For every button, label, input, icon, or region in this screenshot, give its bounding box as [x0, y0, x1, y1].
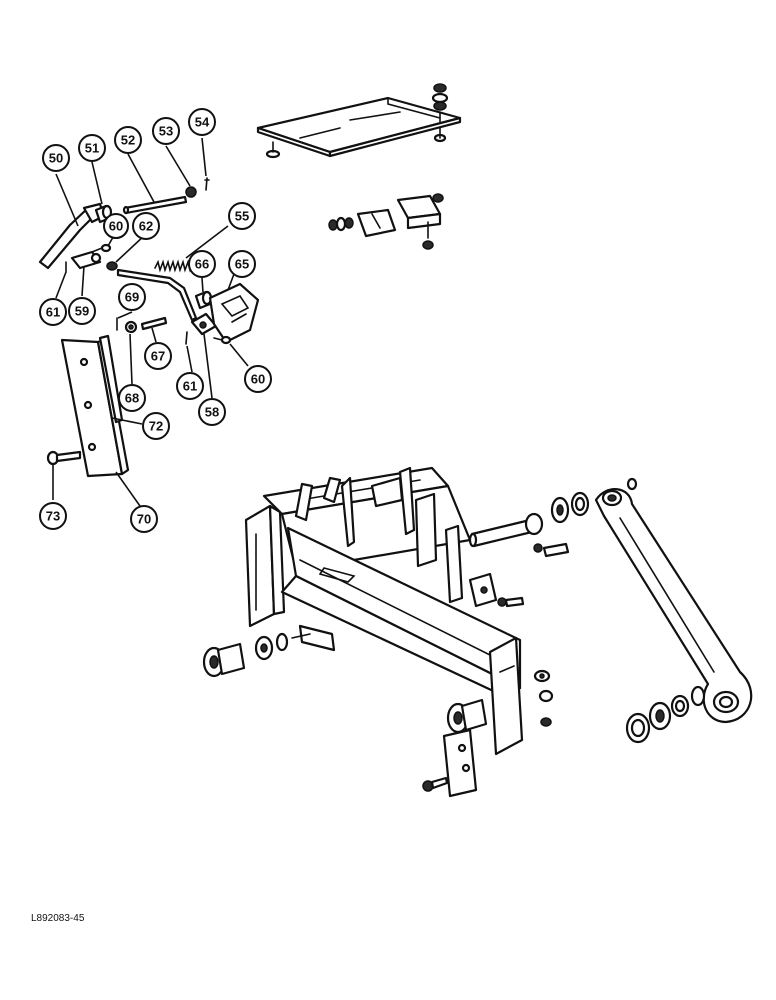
lower-bushings [625, 685, 706, 744]
callout-67: 67 [144, 342, 172, 370]
pivot-pin [468, 512, 570, 558]
washer-53 [185, 186, 197, 198]
connecting-arm [594, 477, 753, 724]
callout-label: 70 [137, 512, 151, 527]
callout-label: 51 [85, 141, 99, 156]
callout-73: 73 [39, 502, 67, 530]
bolt-73 [46, 450, 82, 466]
callout-55: 55 [228, 202, 256, 230]
cover-plate [256, 96, 462, 158]
right-pivot-hardware [446, 669, 554, 734]
control-rod [116, 268, 198, 322]
clamp-block-58 [190, 312, 218, 336]
callout-59: 59 [68, 297, 96, 325]
upper-bushings [550, 491, 590, 524]
callout-label: 72 [149, 419, 163, 434]
callout-label: 73 [46, 509, 60, 524]
pivot-block-59 [70, 250, 102, 270]
callout-69: 69 [118, 283, 146, 311]
callout-label: 60 [251, 372, 265, 387]
callout-label: 68 [125, 391, 139, 406]
callout-label: 66 [195, 257, 209, 272]
callout-50: 50 [42, 144, 70, 172]
leader-lines [52, 137, 249, 507]
callout-60-lower: 60 [244, 365, 272, 393]
callout-label: 59 [75, 304, 89, 319]
callout-52: 52 [114, 126, 142, 154]
callout-label: 54 [195, 115, 210, 130]
left-pivot-hardware [202, 632, 311, 678]
cover-screw [265, 141, 281, 159]
callout-label: 52 [121, 133, 135, 148]
bracket-assembly [328, 193, 444, 250]
callout-65: 65 [228, 250, 256, 278]
callout-label: 50 [49, 151, 63, 166]
callout-label: 58 [205, 405, 219, 420]
rod-52 [122, 195, 188, 215]
pin-54 [204, 177, 210, 191]
main-frame [244, 466, 524, 756]
callout-54: 54 [188, 108, 216, 136]
callout-label: 65 [235, 257, 249, 272]
bushing-66 [194, 290, 213, 310]
callout-60-upper: 60 [103, 213, 129, 239]
callout-label: 60 [109, 219, 123, 234]
callout-53: 53 [152, 117, 180, 145]
callout-label: 53 [159, 124, 173, 139]
callout-62: 62 [132, 212, 160, 240]
pin-61-lower [185, 331, 188, 345]
callout-58: 58 [198, 398, 226, 426]
callout-label: 61 [183, 379, 197, 394]
callout-label: 67 [151, 349, 165, 364]
spring-55 [154, 259, 194, 273]
clamp-plate [422, 728, 478, 798]
callout-70: 70 [130, 505, 158, 533]
small-block [468, 572, 525, 608]
cover-bolt-nut-stack [431, 83, 449, 143]
callout-61-upper: 61 [39, 298, 67, 326]
callout-label: 62 [139, 219, 153, 234]
callout-label: 61 [46, 305, 60, 320]
callout-68: 68 [118, 384, 146, 412]
callout-66: 66 [188, 250, 216, 278]
callout-51: 51 [78, 134, 106, 162]
nut-62 [106, 261, 118, 271]
callout-72: 72 [142, 412, 170, 440]
callout-label: 69 [125, 290, 139, 305]
bracket-65 [208, 282, 260, 344]
callout-label: 55 [235, 209, 249, 224]
screw-60-upper [91, 243, 112, 253]
callout-61-lower: 61 [176, 372, 204, 400]
figure-reference-code: L892083-45 [31, 913, 85, 924]
screw-60-lower [213, 335, 232, 345]
washer-68 [124, 320, 138, 334]
pin-67 [140, 316, 168, 331]
